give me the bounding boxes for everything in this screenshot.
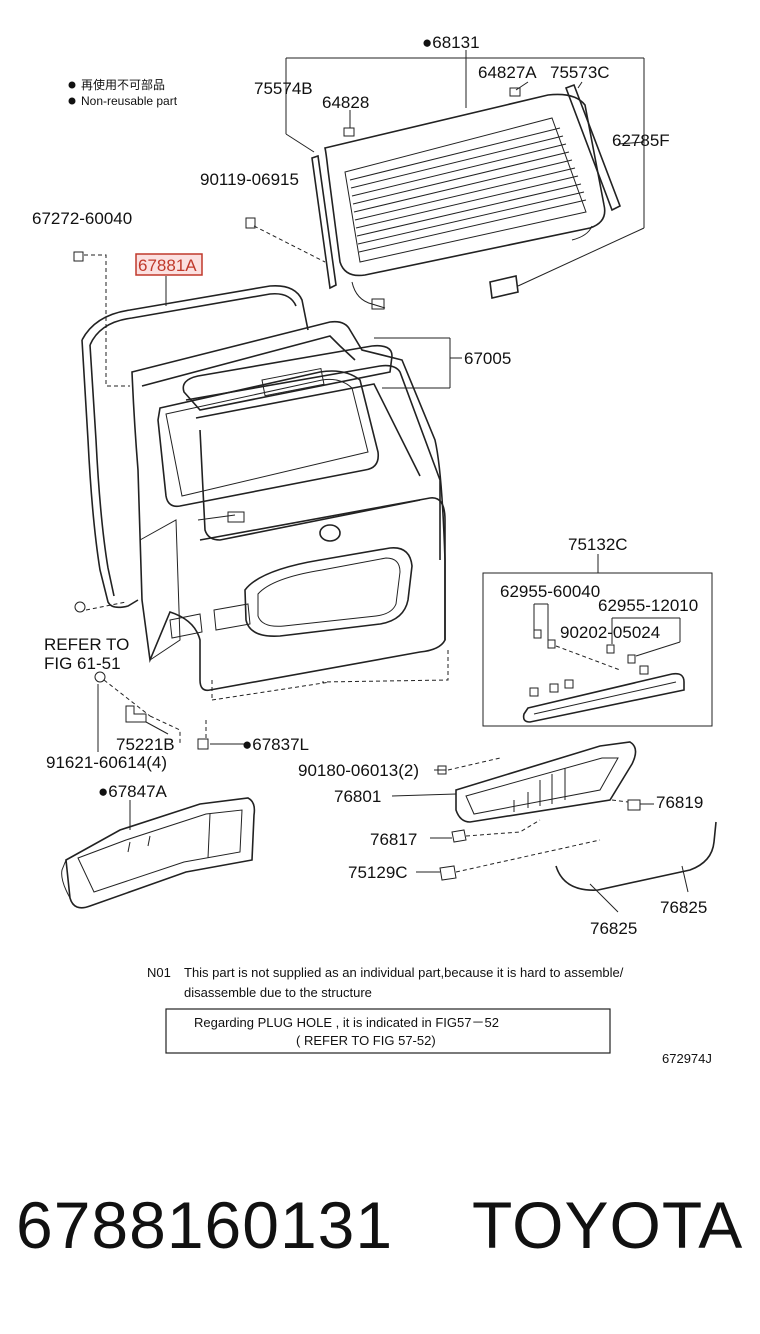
bracket-75221B <box>125 705 147 723</box>
part-labels: ●68131 75574B 64828 64827A 75573C 62785F… <box>32 33 707 938</box>
back-door <box>131 320 446 692</box>
label-76825-right: 76825 <box>660 898 707 917</box>
label-67881A-highlighted: 67881A <box>138 256 197 275</box>
label-64828: 64828 <box>322 93 369 112</box>
diagram-id: 672974J <box>662 1051 712 1066</box>
weatherstrip <box>81 284 309 609</box>
clip-90119 <box>245 217 256 229</box>
moulding <box>555 821 717 891</box>
label-76801: 76801 <box>334 787 381 806</box>
clip-91621 <box>94 671 106 683</box>
clip-left <box>74 601 86 613</box>
label-90119-06915: 90119-06915 <box>200 170 299 189</box>
label-90202-05024: 90202-05024 <box>560 623 660 642</box>
label-76817: 76817 <box>370 830 417 849</box>
stopper-67837L <box>197 738 209 750</box>
highlight-box <box>135 253 203 276</box>
back-window-glass <box>311 83 622 310</box>
legend-en: Non-reusable part <box>81 94 178 108</box>
label-90180-06013: 90180-06013(2) <box>298 761 419 780</box>
leader-lines <box>84 50 689 913</box>
label-64827A: 64827A <box>478 63 537 82</box>
bullet-icon <box>68 97 76 105</box>
label-68131: ●68131 <box>422 33 480 52</box>
note-line-1: This part is not supplied as an individu… <box>184 965 624 980</box>
label-76825-bottom: 76825 <box>590 919 637 938</box>
lower-trim <box>61 797 256 909</box>
clip-75129C <box>439 865 457 881</box>
part-number: 6788160131 <box>16 1188 394 1262</box>
label-67837L: ●67837L <box>242 735 309 754</box>
label-75132C: 75132C <box>568 535 628 554</box>
note-line-2: disassemble due to the structure <box>184 985 372 1000</box>
label-76819: 76819 <box>656 793 703 812</box>
legend: 再使用不可部品 Non-reusable part <box>68 77 178 108</box>
label-91621-60614: 91621-60614(4) <box>46 753 167 772</box>
label-62955-12010: 62955-12010 <box>598 596 698 615</box>
label-fig-61-51: FIG 61-51 <box>44 654 121 673</box>
plug-box-line-1: Regarding PLUG HOLE , it is indicated in… <box>194 1015 499 1030</box>
label-75129C: 75129C <box>348 863 408 882</box>
clip-67272 <box>73 251 84 262</box>
label-67005: 67005 <box>464 349 511 368</box>
brand-name: TOYOTA <box>472 1188 744 1262</box>
note: N01 This part is not supplied as an indi… <box>147 965 624 1000</box>
label-75221B: 75221B <box>116 735 175 754</box>
plug-box-line-2: ( REFER TO FIG 57-52) <box>296 1033 436 1048</box>
label-75573C: 75573C <box>550 63 610 82</box>
label-75574B: 75574B <box>254 79 313 98</box>
lower-garnish <box>437 741 641 823</box>
label-67272-60040: 67272-60040 <box>32 209 132 228</box>
bullet-icon <box>68 81 76 89</box>
clip-76817 <box>451 829 467 843</box>
note-code: N01 <box>147 965 171 980</box>
label-67847A: ●67847A <box>98 782 168 801</box>
label-refer-to: REFER TO <box>44 635 129 654</box>
legend-jp: 再使用不可部品 <box>81 77 165 92</box>
label-62955-60040: 62955-60040 <box>500 582 600 601</box>
label-62785F: 62785F <box>612 131 670 150</box>
plug-hole-box: Regarding PLUG HOLE , it is indicated in… <box>165 1008 611 1054</box>
